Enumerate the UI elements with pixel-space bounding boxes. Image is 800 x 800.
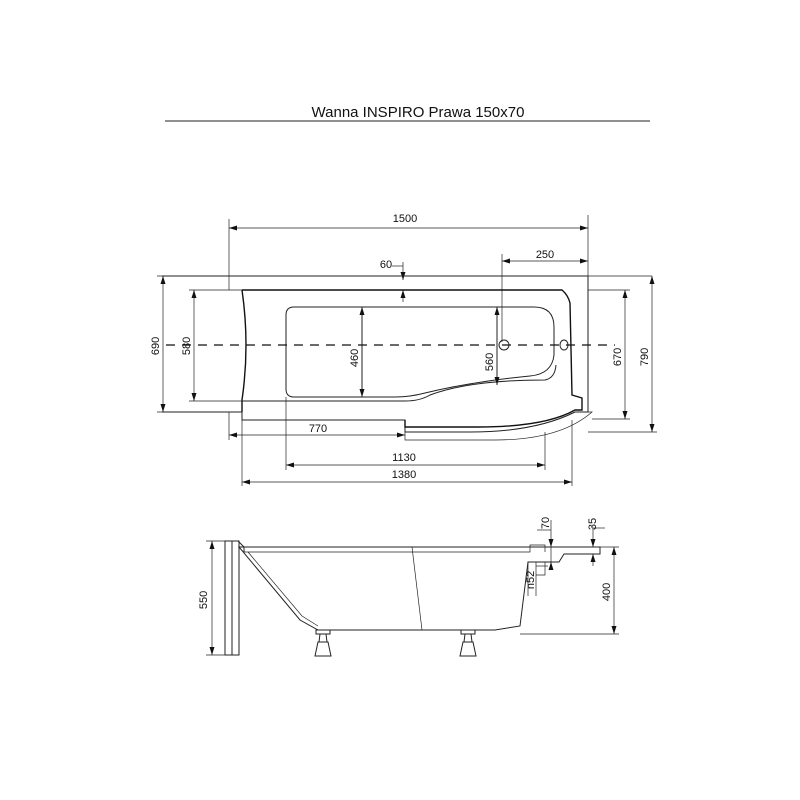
- drawing-title: Wanna INSPIRO Prawa 150x70: [312, 104, 525, 121]
- svg-text:n52: n52: [525, 571, 537, 589]
- dim-1380: 1380: [241, 420, 573, 486]
- svg-text:670: 670: [612, 348, 624, 366]
- svg-text:460: 460: [349, 349, 361, 367]
- dim-70: 70: [537, 517, 554, 570]
- svg-text:550: 550: [198, 591, 210, 609]
- top-view: 1500 250 60: [150, 213, 657, 486]
- dim-n52: n52: [525, 562, 548, 596]
- dim-560: 560: [484, 307, 500, 385]
- overflow-icon: [559, 339, 569, 351]
- tub-side-crease: [411, 546, 423, 631]
- tub-foot-left: [314, 629, 332, 657]
- dim-1130: 1130: [285, 397, 546, 470]
- dim-670: 670: [588, 289, 630, 420]
- dim-60: 60: [380, 259, 406, 302]
- svg-text:790: 790: [639, 348, 651, 366]
- tub-rim-outline-far: [404, 275, 652, 441]
- svg-text:690: 690: [150, 337, 162, 355]
- dim-550: 550: [198, 540, 225, 656]
- dim-35: 35: [587, 518, 605, 566]
- dim-250: 250: [501, 249, 588, 342]
- tub-inner-edge: [242, 289, 583, 428]
- svg-text:1380: 1380: [392, 469, 416, 481]
- dim-460: 460: [349, 307, 365, 397]
- drain-icon: [498, 339, 510, 351]
- tub-foot-right: [459, 629, 477, 657]
- svg-text:560: 560: [484, 353, 496, 371]
- svg-text:1500: 1500: [393, 213, 417, 225]
- svg-text:400: 400: [601, 583, 613, 601]
- dim-580: 580: [181, 289, 242, 402]
- svg-text:250: 250: [536, 249, 554, 261]
- side-view: 550 400 70 35: [198, 517, 619, 657]
- svg-text:60: 60: [380, 259, 392, 271]
- tub-left-edge: [241, 289, 247, 412]
- tub-rim-outline: [162, 275, 589, 433]
- svg-text:1130: 1130: [392, 452, 416, 464]
- dim-1500: 1500: [228, 213, 589, 290]
- svg-text:35: 35: [587, 518, 599, 530]
- svg-text:770: 770: [309, 423, 327, 435]
- dim-690: 690: [150, 275, 242, 413]
- dim-770: 770: [228, 412, 405, 440]
- tub-bottom-edge: [242, 364, 557, 402]
- tub-basin: [285, 306, 555, 398]
- tub-side-body: [237, 546, 601, 631]
- tub-side-inner: [244, 544, 546, 627]
- svg-text:580: 580: [181, 337, 193, 355]
- svg-text:70: 70: [540, 517, 552, 529]
- dim-790: 790: [588, 276, 657, 433]
- dim-400: 400: [520, 546, 619, 635]
